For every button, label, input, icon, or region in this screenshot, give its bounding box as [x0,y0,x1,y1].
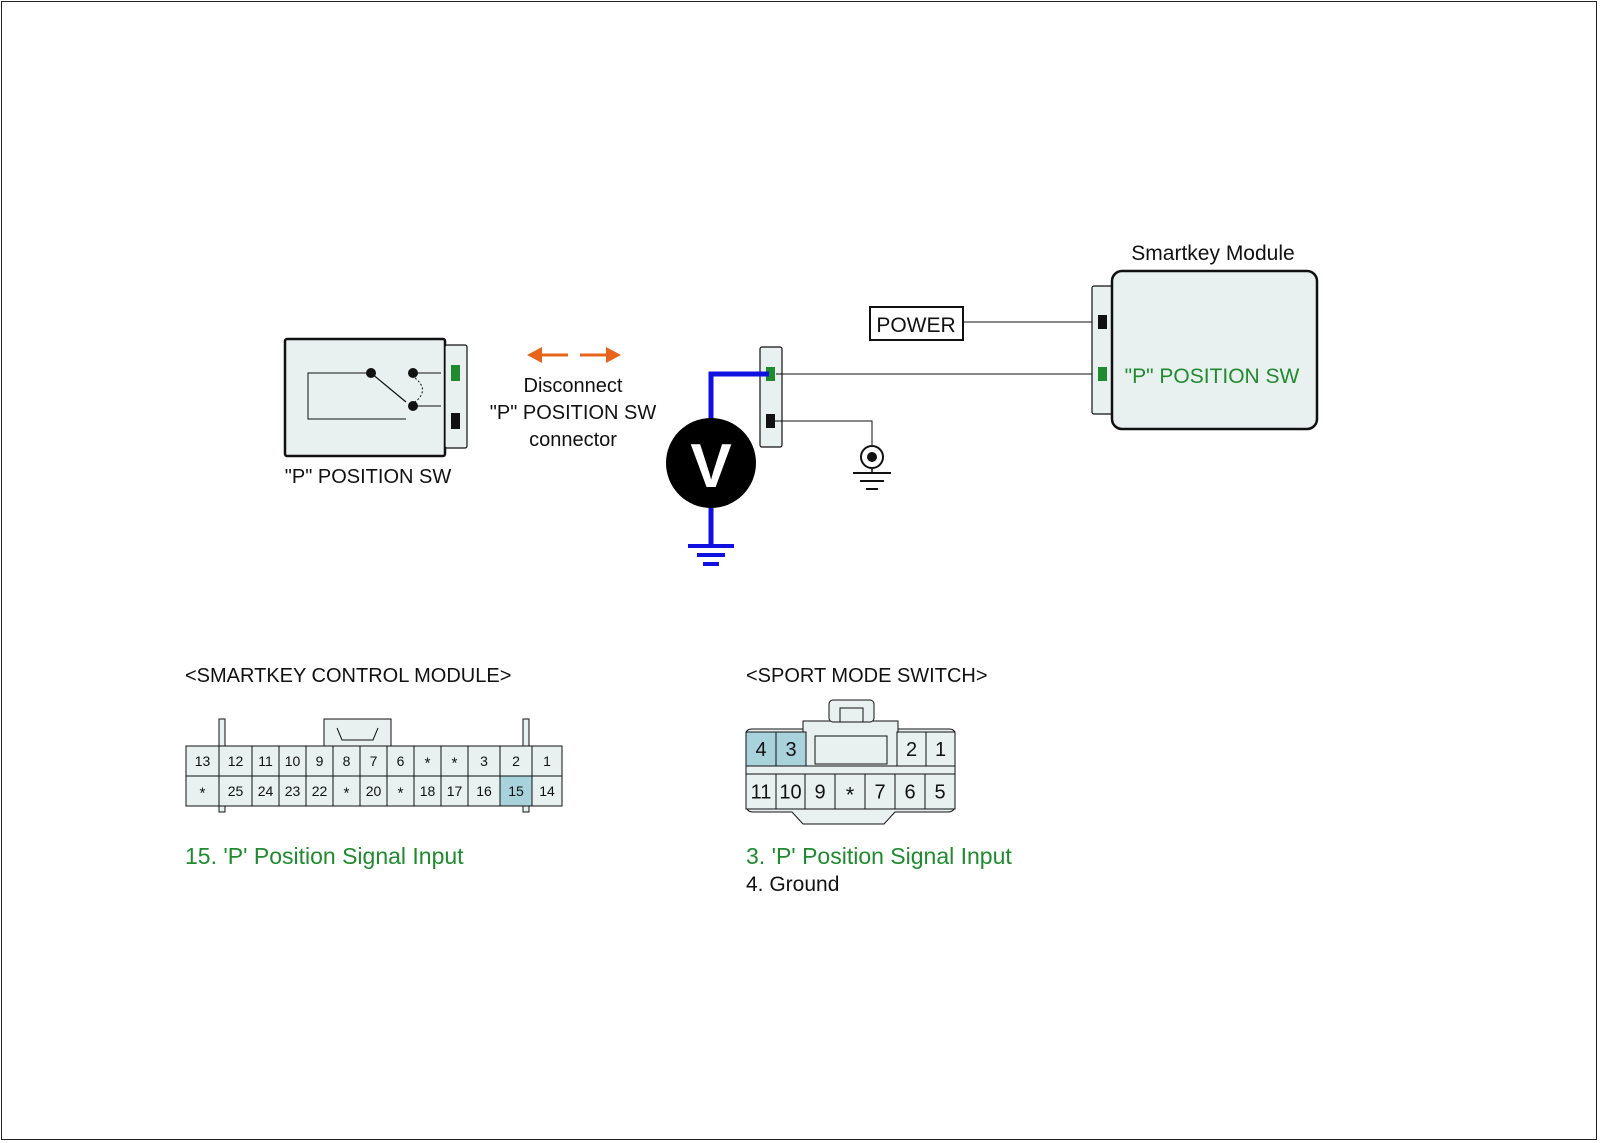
smartkey-pin-cell [499,745,533,777]
smartkey-pin-label: 24 [258,783,274,799]
smartkey-pin-cell [305,745,334,777]
power-label: POWER [876,314,955,337]
smartkey-pin-grid: 13 12 11 10 9 8 7 6 * * 3 2 1 * 25 24 23 22 * 20 * 18 17 16 15 14 [185,745,563,807]
smartkey-pin-label: 9 [316,753,324,769]
smartkey-pin-cell [305,775,334,807]
smartkey-module: Smartkey Module "P" POSITION SW [1091,242,1319,431]
sport-pin-label: 1 [935,739,946,761]
smartkey-pin-cell [251,775,280,807]
smartkey-pin-cell [185,745,220,777]
smartkey-pin-label: 23 [285,783,301,799]
arrow-left-icon [527,347,542,363]
smartkey-pin-label: 1 [543,753,551,769]
smartkey-pin-label: 12 [228,753,244,769]
sport-pin-cell [924,773,956,810]
voltmeter-symbol: V [690,432,731,501]
smartkey-pin-cell [440,775,469,807]
smartkey-pin-label: * [452,756,458,773]
sport-pin-note-ground: 4. Ground [746,873,840,896]
smartkey-pin-cell [359,775,388,807]
sport-pin-cell [804,773,836,810]
sport-pin-cell [864,773,896,810]
smartkey-pin-cell [413,745,442,777]
smartkey-pin-label: * [344,786,350,803]
module-pin-signal [1098,367,1107,381]
smartkey-pin-label: 25 [228,783,244,799]
harness-pin-signal [766,367,775,381]
smartkey-pin-cell [278,775,307,807]
smartkey-pin-label: 14 [539,783,555,799]
switch-pin-ground [451,413,460,429]
sport-pin-note-signal: 3. 'P' Position Signal Input [746,843,1012,869]
sport-pin-cell [925,731,956,767]
smartkey-pin-label: * [425,756,431,773]
p-switch-label: "P" POSITION SW [285,466,452,488]
smartkey-pin-label: * [200,786,206,803]
smartkey-pin-label: 13 [195,753,211,769]
p-position-switch: "P" POSITION SW [283,337,468,488]
sport-pin-label: 4 [755,739,766,761]
sport-pin-label: 3 [785,739,796,761]
sport-connector-title: <SPORT MODE SWITCH> [746,665,988,687]
smartkey-pin-label: 11 [258,753,273,769]
smartkey-pin-cell [531,775,563,807]
smartkey-pin-cell [251,745,280,777]
disconnect-indicator: Disconnect "P" POSITION SW connector [490,347,657,451]
smartkey-pin-label: 16 [476,783,492,799]
sport-pin-label: 7 [874,782,885,804]
sport-pin-cell [775,773,806,810]
disconnect-text-line3: connector [529,429,617,451]
sport-pin-cell [775,731,807,767]
smartkey-pin-label: 22 [312,783,328,799]
ground-symbol [771,420,891,490]
smartkey-pin-cell [440,745,469,777]
smartkey-pin-label: 10 [285,753,301,769]
sport-pin-cell [896,731,927,767]
harness-pin-ground [766,414,775,428]
disconnect-text-line2: "P" POSITION SW [490,402,657,424]
smartkey-pin-label: 17 [447,783,463,799]
smartkey-pin-label: 3 [480,753,488,769]
smartkey-pin-label: 2 [512,753,520,769]
smartkey-pin-label: 7 [370,753,378,769]
smartkey-pin-cell [467,775,501,807]
harness-connector [759,346,783,448]
sport-pin-cell [894,773,926,810]
smartkey-pin-label: * [398,786,404,803]
module-pin-power [1098,315,1107,329]
smartkey-connector-title: <SMARTKEY CONTROL MODULE> [185,665,511,687]
switch-pin-signal [451,365,460,381]
voltmeter-icon [666,418,756,508]
power-source: POWER [869,306,1098,341]
sport-pin-label: 11 [751,782,772,804]
smartkey-pin-cell [413,775,442,807]
sport-pin-label: 2 [906,739,917,761]
smartkey-pin-cell [218,775,253,807]
voltmeter: V [666,371,769,566]
sport-pin-label: 6 [904,782,915,804]
smartkey-pin-label: 18 [420,783,436,799]
smartkey-pin-cell [185,775,220,807]
sport-pin-label: 5 [934,782,945,804]
module-title: Smartkey Module [1131,242,1294,265]
smartkey-pin-cell [531,745,563,777]
smartkey-pin-label: 6 [397,753,405,769]
sport-pin-label: 9 [814,782,825,804]
smartkey-pin-label: 20 [366,783,382,799]
sport-pin-label: 10 [779,782,801,804]
smartkey-pin-label: 15 [508,783,524,799]
module-signal-label: "P" POSITION SW [1125,365,1300,388]
arrow-right-icon [606,347,621,363]
smartkey-pin-label: 8 [343,753,351,769]
smartkey-pin-note: 15. 'P' Position Signal Input [185,843,464,869]
disconnect-text-line1: Disconnect [524,375,623,397]
sport-pin-label: * [846,783,855,808]
